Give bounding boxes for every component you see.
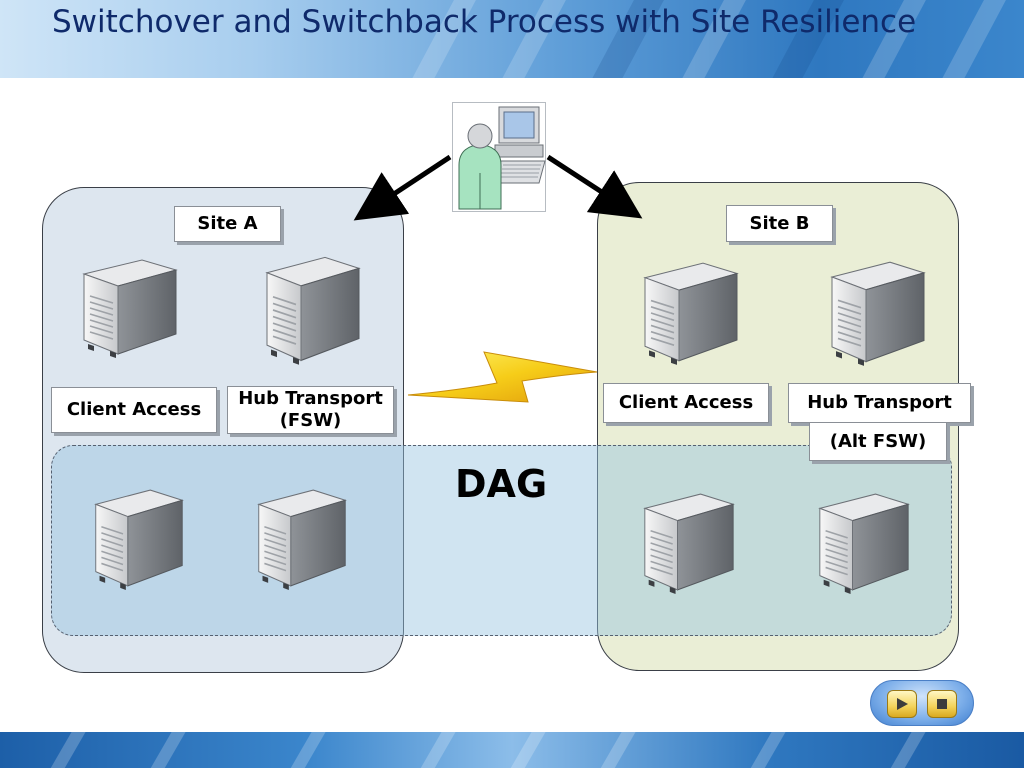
arrow-to-site-b — [546, 154, 643, 219]
stop-button[interactable] — [927, 690, 957, 718]
server-icon — [641, 259, 741, 367]
site-b-label: Site B — [726, 205, 833, 242]
slide-title: Switchover and Switchback Process with S… — [52, 4, 917, 40]
server-icon — [816, 490, 912, 596]
server-icon — [92, 486, 186, 592]
dag-label: DAG — [455, 462, 548, 506]
site-a-label: Site A — [174, 206, 281, 242]
site-a-client-access-label: Client Access — [51, 387, 217, 433]
client-computer-icon — [452, 102, 546, 212]
title-banner — [0, 0, 1024, 78]
stop-icon — [937, 699, 947, 709]
server-icon — [263, 253, 363, 367]
slide-nav-control — [870, 680, 974, 726]
dag-region — [51, 445, 952, 636]
server-icon — [255, 486, 349, 592]
server-icon — [80, 256, 180, 360]
server-icon — [641, 490, 737, 596]
site-b-client-access-label: Client Access — [603, 383, 769, 423]
site-b-alt-fsw-label: (Alt FSW) — [809, 422, 947, 461]
site-a-hub-transport-label: Hub Transport (FSW) — [227, 386, 394, 434]
site-b-hub-transport-label: Hub Transport — [788, 383, 971, 423]
arrow-to-site-a — [353, 154, 452, 221]
play-icon — [897, 698, 908, 710]
play-button[interactable] — [887, 690, 917, 718]
server-icon — [828, 258, 928, 368]
lightning-icon — [407, 351, 598, 403]
footer-banner — [0, 732, 1024, 768]
